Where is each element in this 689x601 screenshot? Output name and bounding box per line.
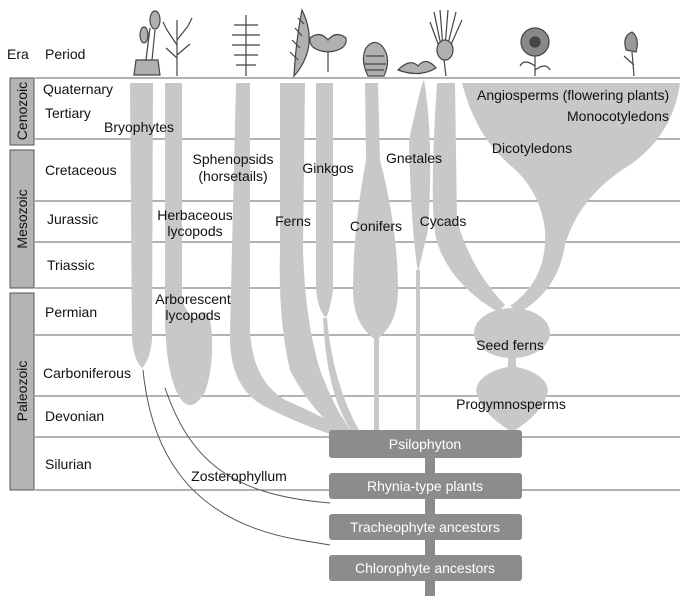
horsetail-plant-icon bbox=[232, 15, 260, 76]
plant-illustrations bbox=[133, 8, 638, 78]
lineage-lines bbox=[142, 369, 331, 546]
seed-ferns-stem bbox=[508, 352, 516, 370]
moss-plant-icon bbox=[133, 10, 161, 76]
era-header: Era bbox=[7, 46, 29, 62]
period-label: Jurassic bbox=[47, 211, 98, 227]
label-cycads: Cycads bbox=[420, 213, 467, 229]
plant-branches bbox=[130, 80, 680, 437]
period-label: Cretaceous bbox=[45, 162, 117, 178]
conifers-stem bbox=[374, 338, 379, 433]
seed-ferns-node bbox=[474, 308, 550, 358]
label-ferns: Ferns bbox=[275, 213, 311, 229]
label-arborescent: Arborescent bbox=[155, 291, 231, 307]
cycads-branch bbox=[432, 83, 505, 312]
label-angiosperms: Angiosperms (flowering plants) bbox=[477, 87, 669, 103]
label-progymnosperms: Progymnosperms bbox=[456, 396, 566, 412]
label-ginkgos: Ginkgos bbox=[302, 160, 353, 176]
era-box-cenozoic bbox=[9, 77, 35, 146]
lycopods-branch bbox=[164, 83, 213, 406]
period-label: Devonian bbox=[45, 408, 104, 424]
central-trunk bbox=[425, 430, 435, 596]
era-label-mesozoic: Mesozoic bbox=[14, 189, 30, 248]
ancestor-label-rhynia: Rhynia-type plants bbox=[367, 478, 483, 494]
ginkgos-stem bbox=[323, 318, 360, 436]
period-header: Period bbox=[45, 46, 85, 62]
label-dicotyledons: Dicotyledons bbox=[492, 140, 572, 156]
conifer-cone-icon bbox=[362, 41, 389, 77]
ancestor-label-tracheophyte: Tracheophyte ancestors bbox=[350, 519, 500, 535]
period-label: Triassic bbox=[47, 257, 95, 273]
bryophyte-lineage-line bbox=[142, 369, 331, 546]
group-labels: Bryophytes Sphenopsids (horsetails) Gink… bbox=[104, 87, 669, 484]
ancestor-box-rhynia bbox=[329, 473, 522, 499]
period-label: Quaternary bbox=[43, 81, 113, 97]
progymnosperms-node bbox=[476, 366, 548, 432]
era-box-mesozoic bbox=[9, 149, 35, 289]
ferns-branch bbox=[279, 83, 352, 437]
label-sphenopsids: Sphenopsids bbox=[193, 151, 274, 167]
period-label: Silurian bbox=[45, 456, 92, 472]
label-zosterophyllum: Zosterophyllum bbox=[191, 468, 287, 484]
ancestor-label-psilophyton: Psilophyton bbox=[389, 436, 461, 452]
cycad-plant-icon bbox=[429, 9, 463, 77]
label-monocotyledons: Monocotyledons bbox=[567, 108, 669, 124]
sphenopsids-branch bbox=[229, 83, 345, 437]
label-sphenopsids-sub: (horsetails) bbox=[198, 168, 267, 184]
era-box-paleozoic bbox=[9, 292, 35, 491]
period-label: Carboniferous bbox=[43, 365, 131, 381]
ginkgo-leaf-icon bbox=[309, 33, 347, 72]
label-seed-ferns: Seed ferns bbox=[476, 337, 544, 353]
angiosperms-branch bbox=[462, 83, 680, 312]
label-gnetales: Gnetales bbox=[386, 150, 442, 166]
ancestor-box-chlorophyte bbox=[329, 555, 522, 581]
label-bryophytes: Bryophytes bbox=[104, 119, 174, 135]
ancestor-box-tracheophyte bbox=[329, 514, 522, 540]
monocot-flower-icon bbox=[623, 31, 638, 77]
period-label: Tertiary bbox=[45, 105, 91, 121]
ancestor-boxes: Psilophyton Rhynia-type plants Tracheoph… bbox=[329, 430, 522, 581]
dicot-flower-icon bbox=[519, 27, 551, 76]
label-conifers: Conifers bbox=[350, 218, 402, 234]
period-label: Permian bbox=[45, 304, 97, 320]
era-label-cenozoic: Cenozoic bbox=[14, 82, 30, 140]
ginkgos-branch bbox=[316, 83, 333, 318]
era-label-paleozoic: Paleozoic bbox=[14, 361, 30, 422]
lycopod-plant-icon bbox=[162, 17, 193, 76]
ancestor-box-psilophyton bbox=[329, 430, 522, 458]
gnetales-branch bbox=[409, 80, 431, 272]
gnetales-stem bbox=[416, 270, 420, 432]
bryophytes-branch bbox=[130, 83, 153, 368]
gnetales-plant-icon bbox=[396, 60, 437, 75]
ancestor-label-chlorophyte: Chlorophyte ancestors bbox=[355, 560, 495, 576]
era-column: Cenozoic Mesozoic Paleozoic bbox=[9, 77, 35, 491]
period-labels: Quaternary Tertiary Cretaceous Jurassic … bbox=[43, 81, 131, 472]
conifers-branch bbox=[353, 83, 398, 340]
label-arborescent-sub: lycopods bbox=[165, 307, 220, 323]
label-herbaceous-sub: lycopods bbox=[167, 223, 222, 239]
zosterophyllum-lineage-line bbox=[164, 387, 331, 504]
fern-frond-icon bbox=[289, 8, 310, 78]
label-herbaceous: Herbaceous bbox=[157, 207, 233, 223]
